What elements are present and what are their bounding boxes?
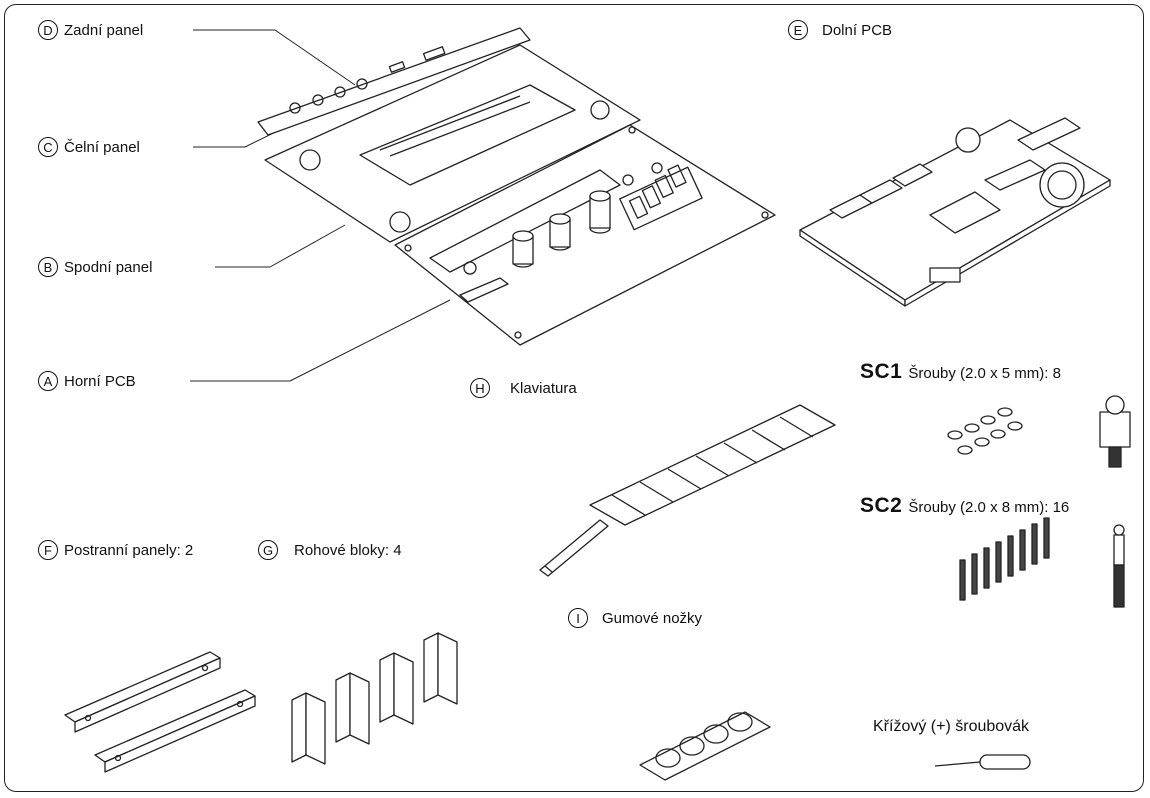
- side-panels-drawing: [65, 652, 255, 772]
- part-label-a: A Horní PCB: [38, 371, 136, 391]
- part-label-g: G Rohové bloky: 4: [258, 540, 402, 560]
- part-badge-d: D: [38, 20, 58, 40]
- part-label-c: C Čelní panel: [38, 137, 140, 157]
- screw-sc2-label: SC2 Šrouby (2.0 x 8 mm): 16: [860, 494, 1069, 518]
- part-badge-c: C: [38, 137, 58, 157]
- screw-sc1-label: SC1 Šrouby (2.0 x 5 mm): 8: [860, 360, 1061, 384]
- part-text-f: Postranní panely: 2: [64, 542, 193, 559]
- part-text-h: Klaviatura: [510, 380, 577, 397]
- part-label-i: I Gumové nožky: [568, 608, 702, 628]
- part-label-f: F Postranní panely: 2: [38, 540, 193, 560]
- part-text-g: Rohové bloky: 4: [294, 542, 402, 559]
- lower-pcb-drawing: [800, 118, 1110, 306]
- part-badge-e: E: [788, 20, 808, 40]
- part-label-d: D Zadní panel: [38, 20, 143, 40]
- sc1-screws-drawing: [948, 396, 1130, 467]
- rubber-feet-drawing: [640, 712, 770, 780]
- sc2-screws-drawing: [960, 518, 1124, 607]
- part-text-i: Gumové nožky: [602, 610, 702, 627]
- screwdriver-drawing: [935, 755, 1030, 769]
- part-badge-b: B: [38, 257, 58, 277]
- tool-label: Křížový (+) šroubovák: [873, 718, 1029, 736]
- part-badge-i: I: [568, 608, 588, 628]
- screw-sc2-code: SC2: [860, 494, 902, 518]
- part-text-e: Dolní PCB: [822, 22, 892, 39]
- part-badge-h: H: [470, 378, 490, 398]
- part-text-c: Čelní panel: [64, 139, 140, 156]
- part-badge-f: F: [38, 540, 58, 560]
- part-label-b: B Spodní panel: [38, 257, 152, 277]
- part-badge-g: G: [258, 540, 278, 560]
- tool-text: Křížový (+) šroubovák: [873, 718, 1029, 736]
- part-label-e: E Dolní PCB: [788, 20, 892, 40]
- corner-blocks-drawing: [292, 633, 457, 764]
- screw-sc1-code: SC1: [860, 360, 902, 384]
- screw-sc1-text: Šrouby (2.0 x 5 mm): 8: [908, 365, 1061, 382]
- part-text-b: Spodní panel: [64, 259, 152, 276]
- screw-sc2-text: Šrouby (2.0 x 8 mm): 16: [908, 499, 1069, 516]
- keyboard-drawing: [540, 405, 835, 576]
- part-badge-a: A: [38, 371, 58, 391]
- part-text-d: Zadní panel: [64, 22, 143, 39]
- part-text-a: Horní PCB: [64, 373, 136, 390]
- part-label-h: H Klaviatura: [470, 378, 577, 398]
